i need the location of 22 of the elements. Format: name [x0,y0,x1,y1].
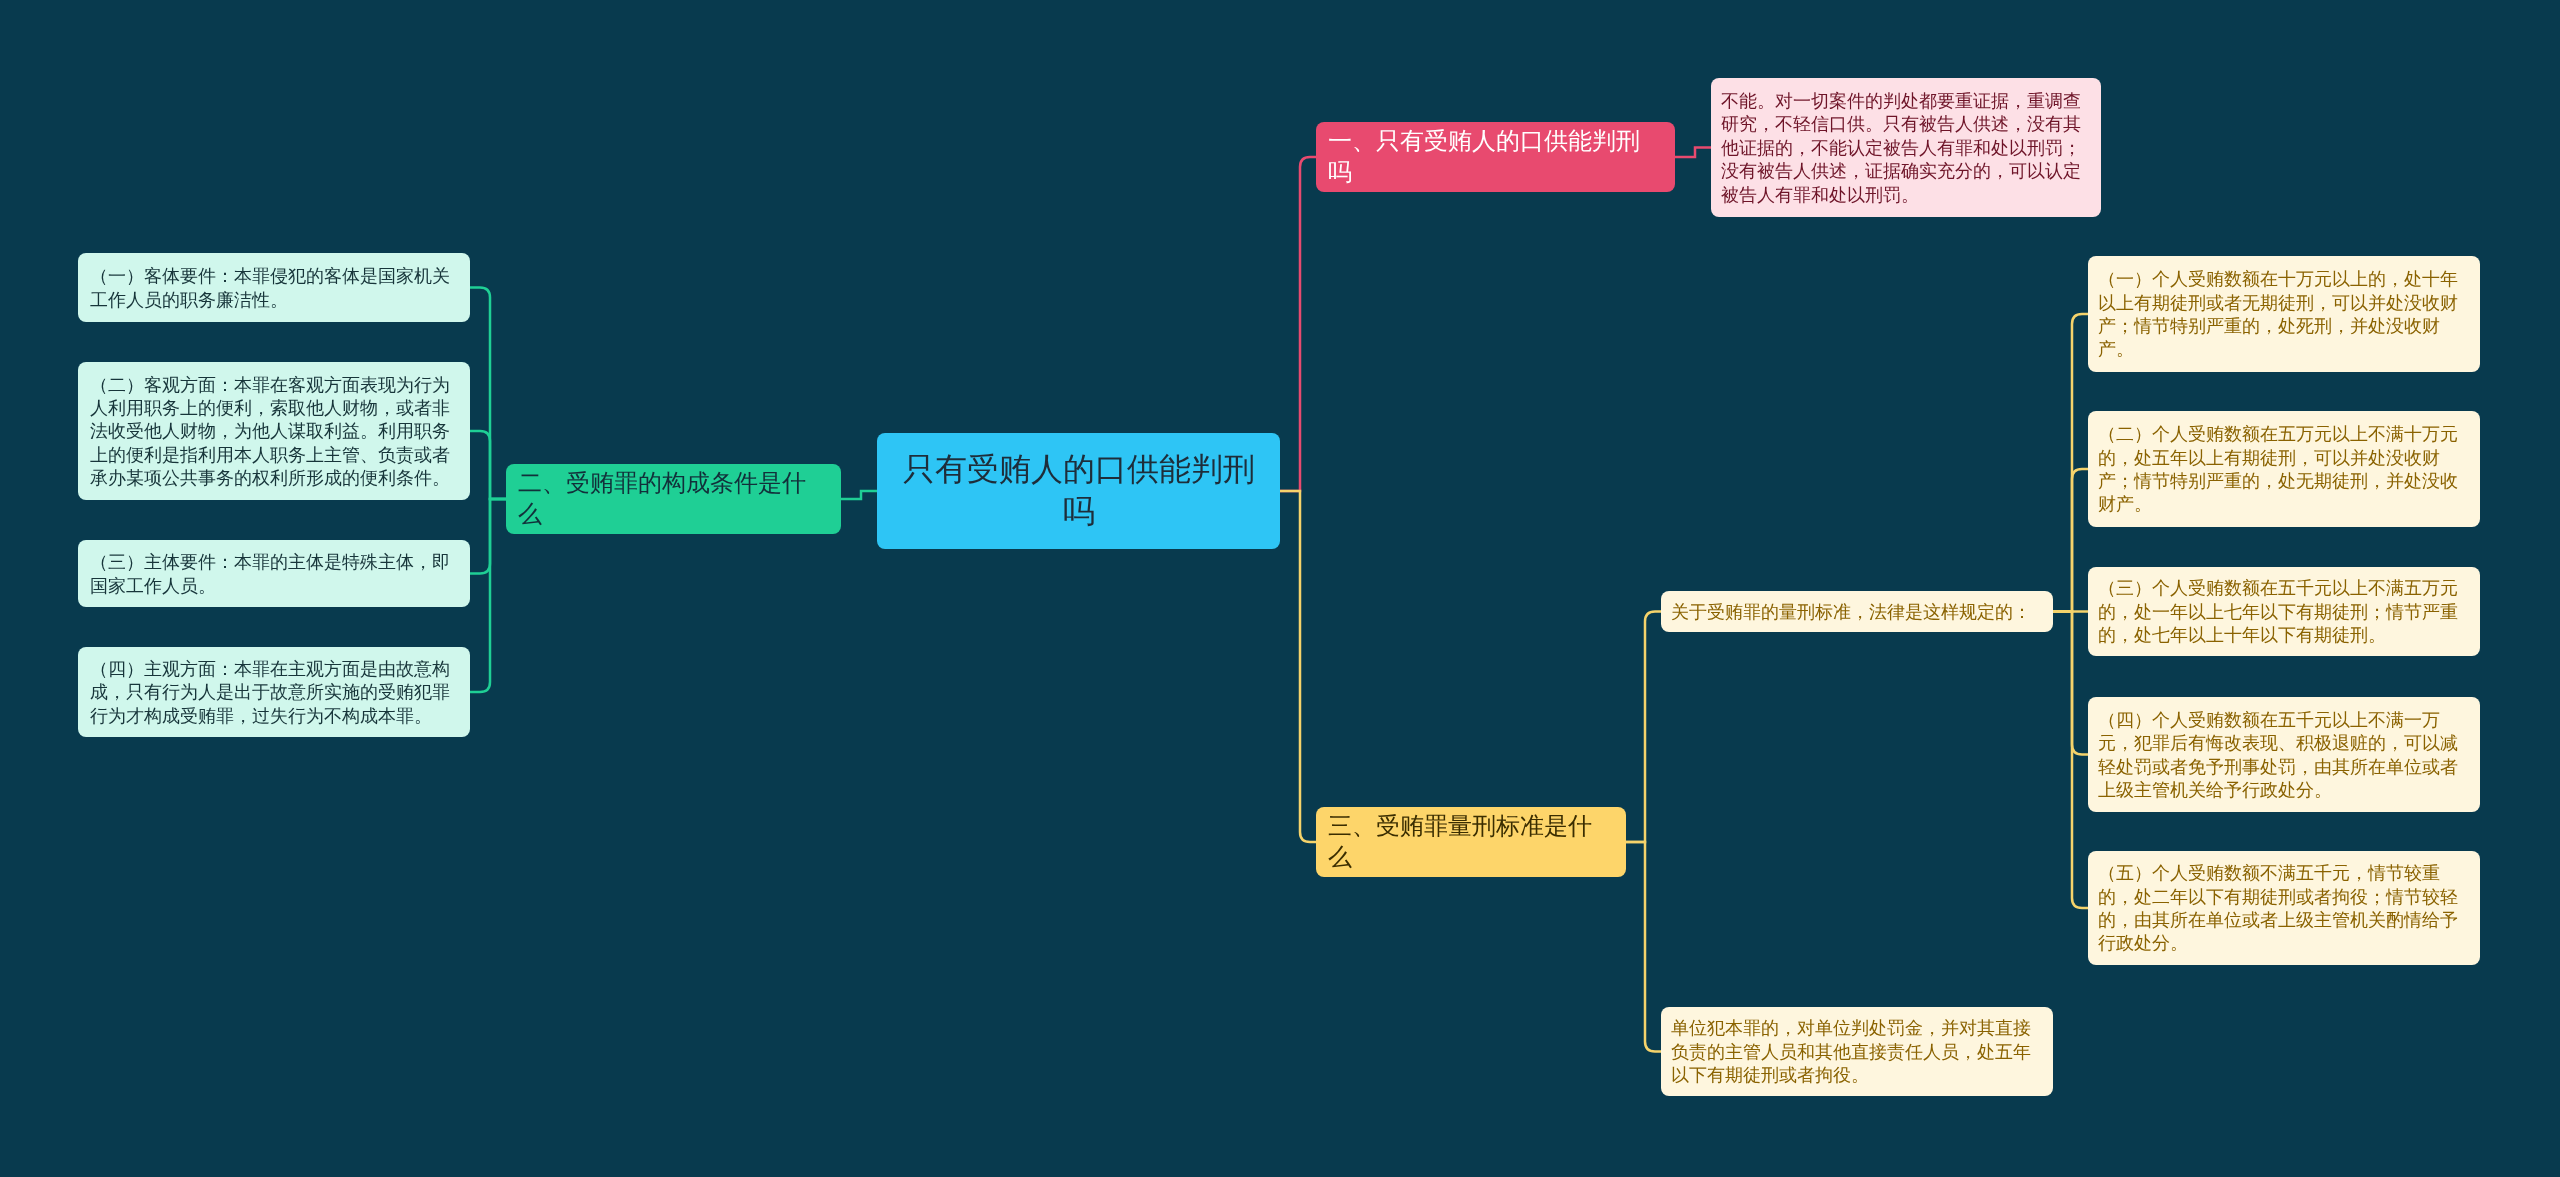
note-box: （五）个人受贿数额不满五千元，情节较重的，处二年以下有期徒刑或者拘役；情节较轻的，由其所在单位或者上级主管机关酌情给予行政处分。 [2088,851,2480,965]
note-box: （二）个人受贿数额在五万元以上不满十万元的，处五年以上有期徒刑，可以并处没收财产；情节特别严重的，处无期徒刑，并处没收财产。 [2088,411,2480,527]
note-box: （三）个人受贿数额在五千元以上不满五万元的，处一年以上七年以下有期徒刑；情节严重的，处七年以上十年以下有期徒刑。 [2088,567,2480,656]
note-box: （四）个人受贿数额在五千元以上不满一万元，犯罪后有悔改表现、积极退赃的，可以减轻处罚或者免予刑事处罚，由其所在单位或者上级主管机关给予行政处分。 [2088,697,2480,812]
topic-box: 三、受贿罪量刑标准是什么 [1316,807,1626,878]
note-box: （二）客观方面：本罪在客观方面表现为行为人利用职务上的便利，索取他人财物，或者非法收受他人财物，为他人谋取利益。利用职务上的便利是指利用本人职务上主管、负责或者承办某项公共事务的权利所形成的便利条件。 [78,362,470,500]
connector-line [1626,840,1661,1053]
note-box: （四）主观方面：本罪在主观方面是由故意构成，只有行为人是出于故意所实施的受贿犯罪行为才构成受贿罪，过失行为不构成本罪。 [78,647,470,737]
note-box: （一）个人受贿数额在十万元以上的，处十年以上有期徒刑或者无期徒刑，可以并处没收财产；情节特别严重的，处死刑，并处没收财产。 [2088,256,2480,372]
connector-line [1675,146,1711,159]
connector-line [470,497,506,694]
note-box: 单位犯本罪的，对单位判处罚金，并对其直接负责的主管人员和其他直接责任人员，处五年以下有期徒刑或者拘役。 [1661,1007,2053,1096]
connector-line [1280,489,1316,844]
topic-box: 二、受贿罪的构成条件是什么 [506,464,841,535]
central-topic-box: 只有受贿人的口供能判刑吗 [877,433,1280,549]
note-box: 不能。对一切案件的判处都要重证据，重调查研究，不轻信口供。只有被告人供述，没有其他证据的，不能认定被告人有罪和处以刑罚；没有被告人供述，证据确实充分的，可以认定被告人有罪和处以刑罚。 [1711,78,2101,217]
note-box: （一）客体要件：本罪侵犯的客体是国家机关工作人员的职务廉洁性。 [78,253,470,322]
topic-box: 一、只有受贿人的口供能判刑吗 [1316,122,1675,193]
connector-line [2053,610,2088,910]
note-box: 关于受贿罪的量刑标准，法律是这样规定的： [1661,591,2053,632]
note-box: （三）主体要件：本罪的主体是特殊主体，即国家工作人员。 [78,540,470,607]
connector-line [841,489,877,501]
